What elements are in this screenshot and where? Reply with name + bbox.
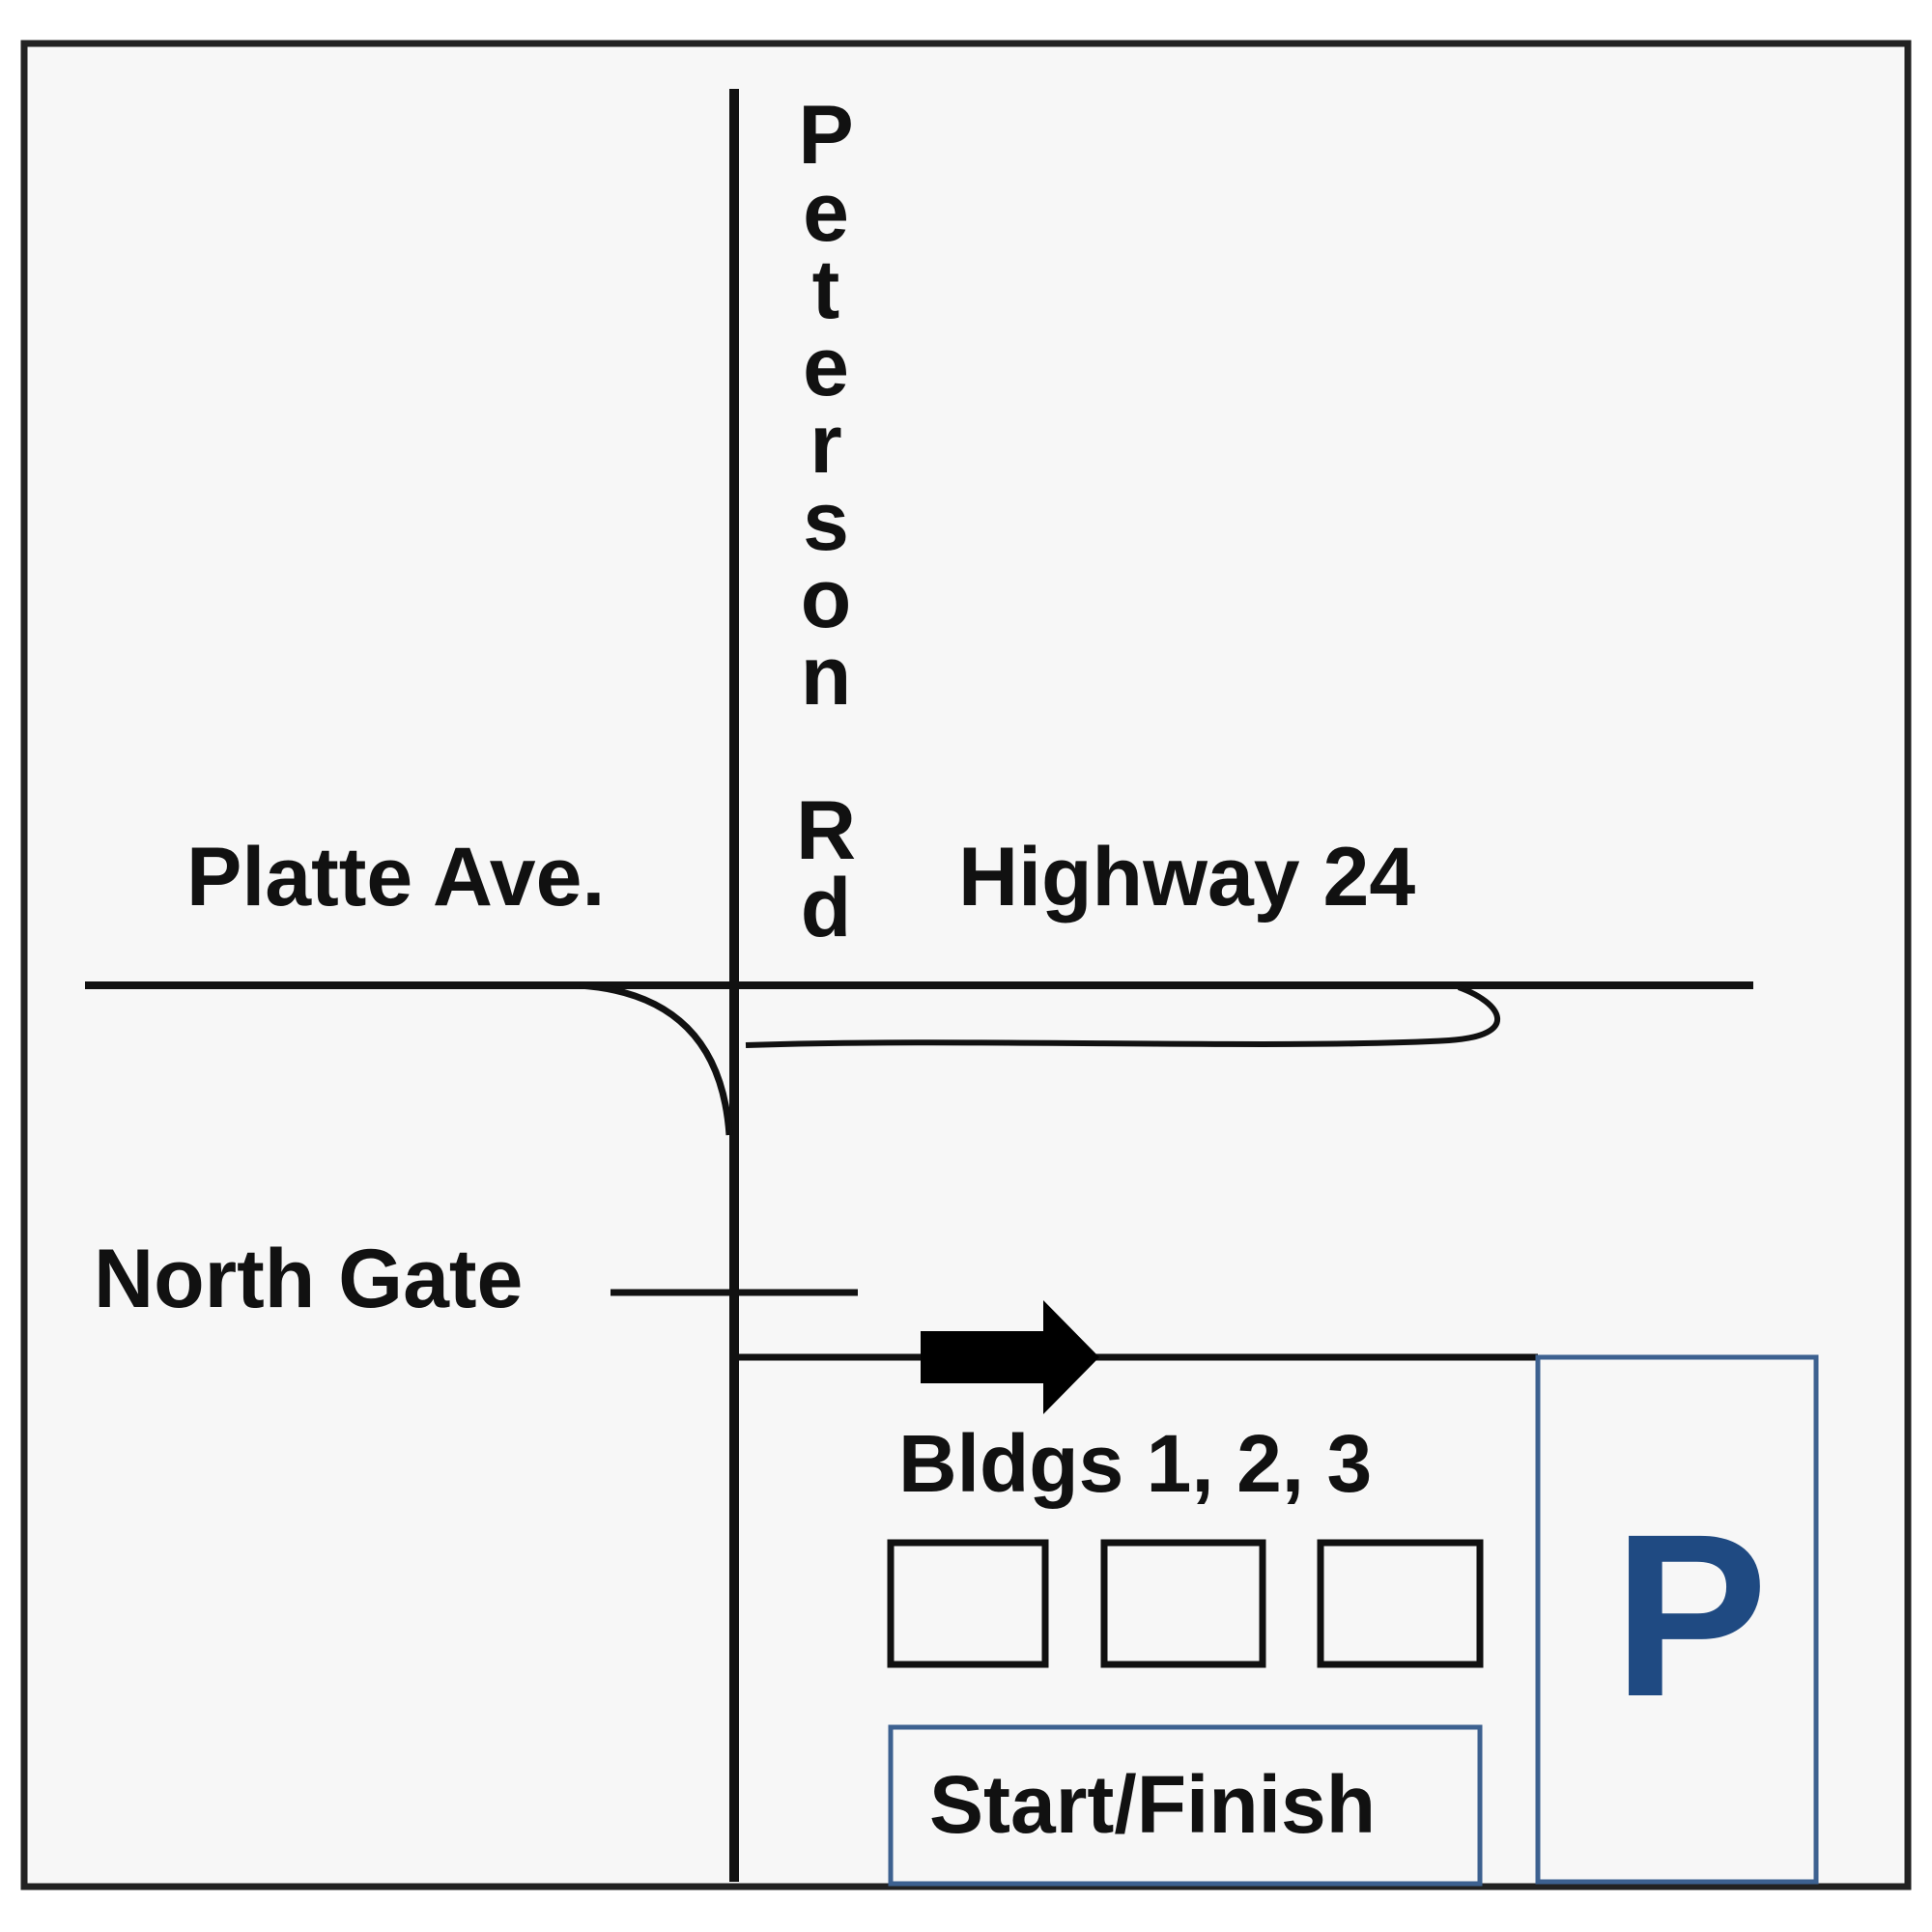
building-1-icon <box>887 1539 1049 1668</box>
start-finish-label: Start/Finish <box>929 1759 1377 1850</box>
start-finish-box <box>888 1724 1483 1887</box>
arrow-right-icon <box>921 1300 1099 1414</box>
parking-label: P <box>1613 1486 1769 1745</box>
peterson-rd-letter: t <box>811 243 840 336</box>
highway-24-label: Highway 24 <box>958 831 1416 923</box>
buildings-label: Bldgs 1, 2, 3 <box>898 1418 1373 1509</box>
peterson-rd-letter: n <box>800 630 852 723</box>
peterson-rd-letter: e <box>803 321 849 413</box>
peterson-rd-letter: e <box>803 166 849 259</box>
peterson-rd-letter: R <box>795 784 857 877</box>
map-border <box>20 40 1912 1890</box>
peterson-rd-letter: o <box>800 553 852 645</box>
building-2-icon <box>1100 1539 1266 1668</box>
highway-uturn-ramp <box>745 984 1500 1048</box>
peterson-rd-letter: d <box>800 862 852 954</box>
building-3-icon <box>1317 1539 1484 1668</box>
platte-ave-label: Platte Ave. <box>186 831 606 923</box>
north-gate-label: North Gate <box>94 1233 524 1325</box>
platte-ramp-curve <box>579 981 733 1136</box>
peterson-rd-letter: P <box>798 89 854 182</box>
peterson-rd-letter: r <box>810 398 842 491</box>
parking-area <box>1535 1354 1819 1885</box>
peterson-rd-letter: s <box>803 475 849 568</box>
